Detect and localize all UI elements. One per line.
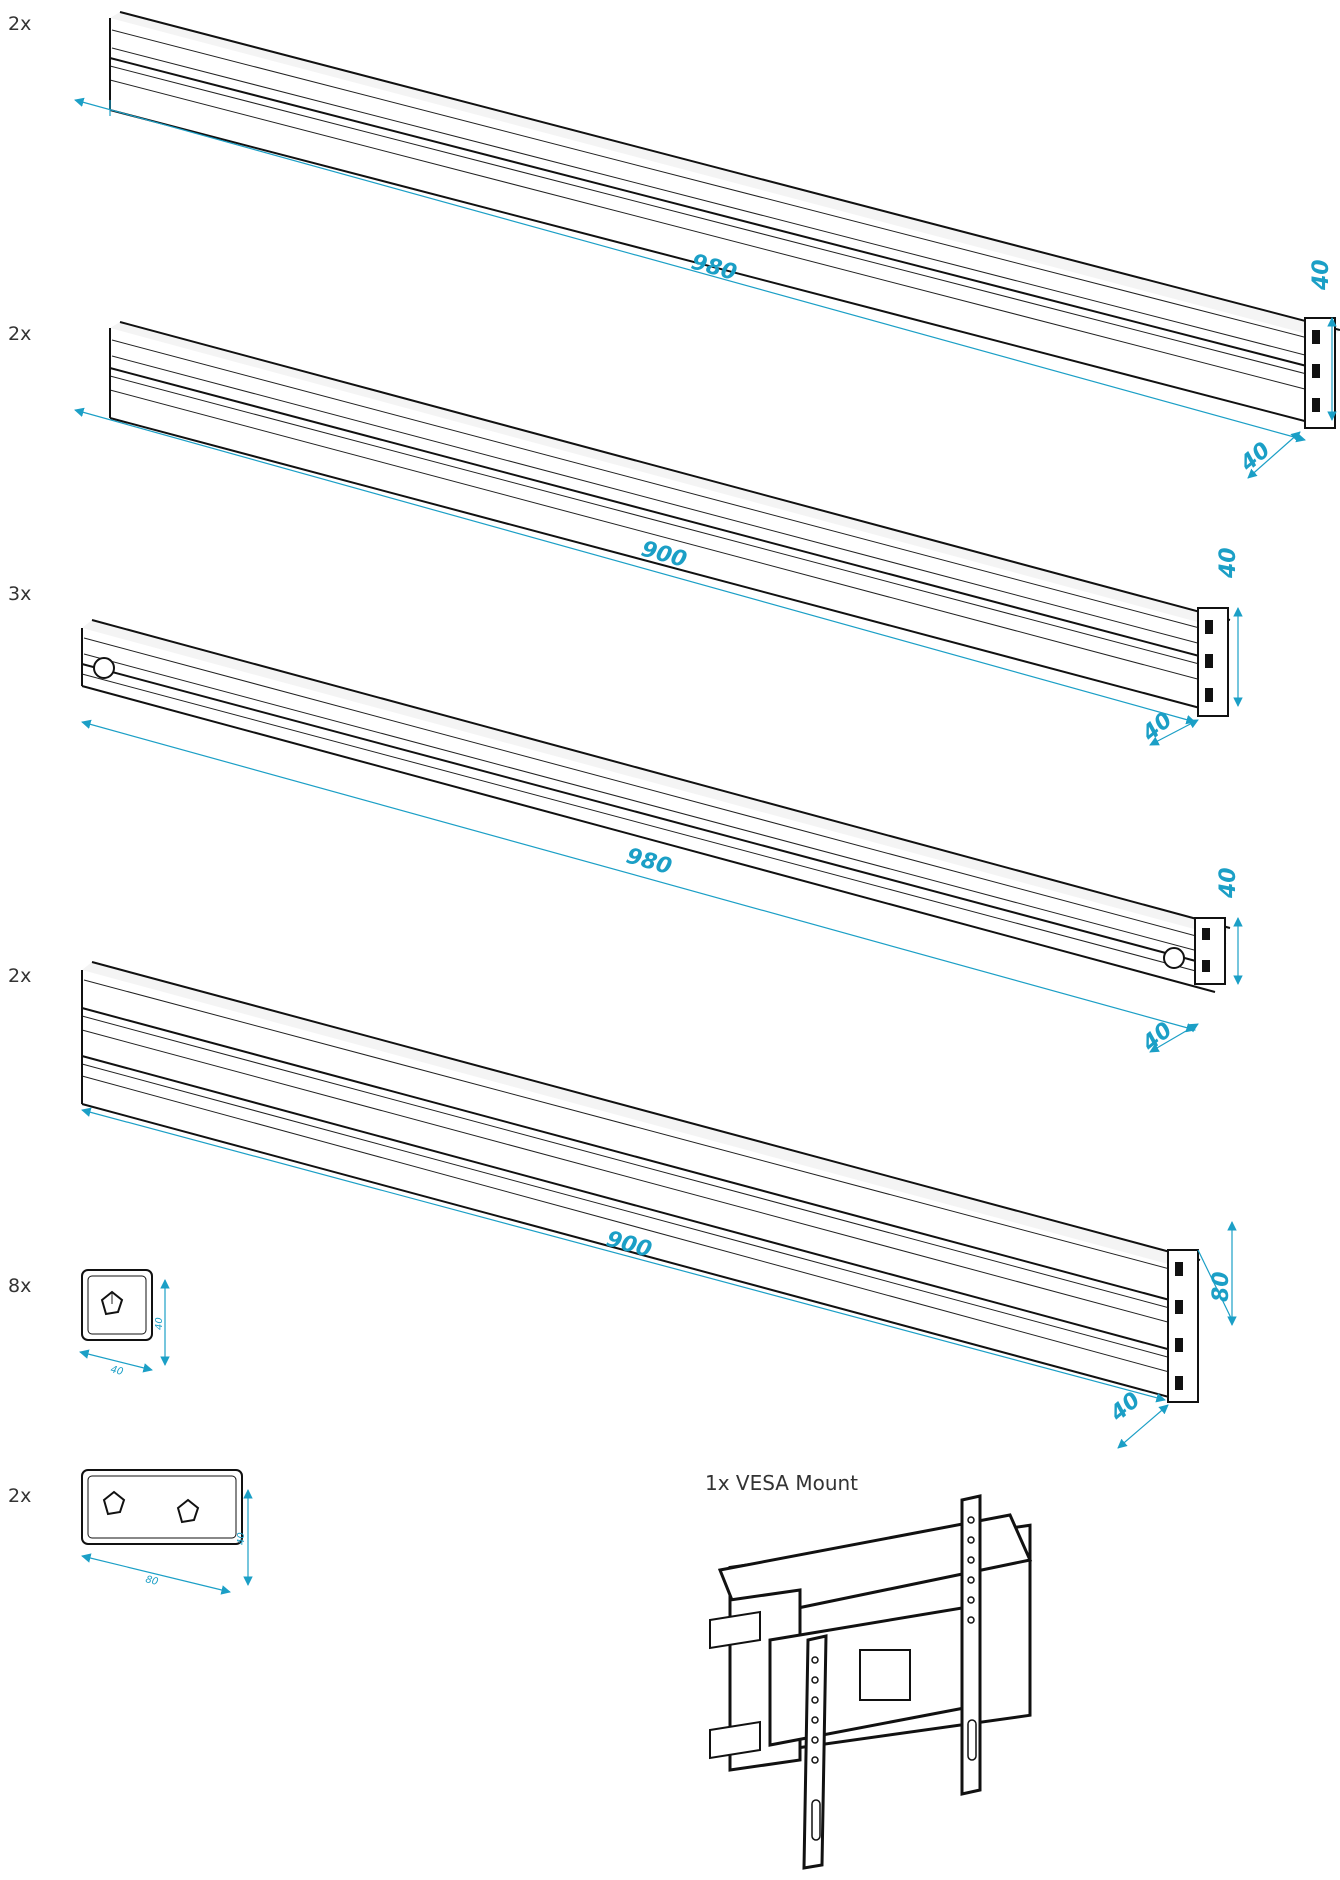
end-hole-icon [93,657,115,679]
bolt-icon-left [102,1490,126,1516]
dimension-length-1: 980 [74,97,1306,443]
cap-width-label-1: 40 [109,1364,124,1378]
dimension-height-4: 80 [1197,1221,1237,1326]
height-label-1: 40 [1309,259,1334,291]
bolt-icon-right [176,1498,200,1524]
length-label-1: 980 [688,250,739,286]
vesa-mount-icon [709,1494,1033,1870]
qty-label-cap-2: 2x [8,1485,31,1507]
profile-1: 2x 980 40 40 [8,11,1340,479]
height-label-4: 80 [1209,1271,1234,1302]
cap-height-label-2: 40 [236,1532,247,1545]
profile-1-body [109,11,1340,429]
vesa-caption: 1x VESA Mount [705,1471,858,1495]
vesa-mount: 1x VESA Mount [705,1471,1033,1870]
width-label-1: 40 [1235,438,1275,477]
dimension-width-2: 40 [1137,708,1199,747]
end-cap-40x40: 8x 40 40 [8,1269,170,1378]
qty-label-4: 2x [8,965,31,987]
length-label-4: 900 [603,1227,654,1263]
dimension-width-1: 40 [1235,431,1301,479]
height-label-2: 40 [1216,547,1241,579]
dimension-width-3: 40 [1137,1018,1199,1057]
height-label-3: 40 [1216,867,1241,899]
cap-height-label-1: 40 [154,1317,165,1330]
qty-label-cap-1: 8x [8,1275,31,1297]
qty-label-3: 3x [8,583,31,605]
length-label-3: 980 [623,844,674,880]
profile-4-body [81,961,1201,1403]
width-label-2: 40 [1137,708,1177,747]
qty-label-1: 2x [8,13,31,35]
profile-3-body [81,619,1231,993]
dimension-width-4: 40 [1105,1388,1169,1449]
bolt-icon [100,1290,124,1316]
dimension-height-1: 40 [1309,259,1337,421]
profile-2-body [109,321,1231,717]
profile-3: 3x 980 40 40 [8,583,1243,1057]
qty-label-2: 2x [8,323,31,345]
profile-4: 2x 900 80 [8,961,1237,1449]
dimension-height-3: 40 [1216,867,1243,985]
dimension-height-2: 40 [1216,547,1243,707]
end-cap-80x40: 2x 80 40 [8,1469,253,1595]
cap-width-label-2: 80 [144,1574,159,1588]
